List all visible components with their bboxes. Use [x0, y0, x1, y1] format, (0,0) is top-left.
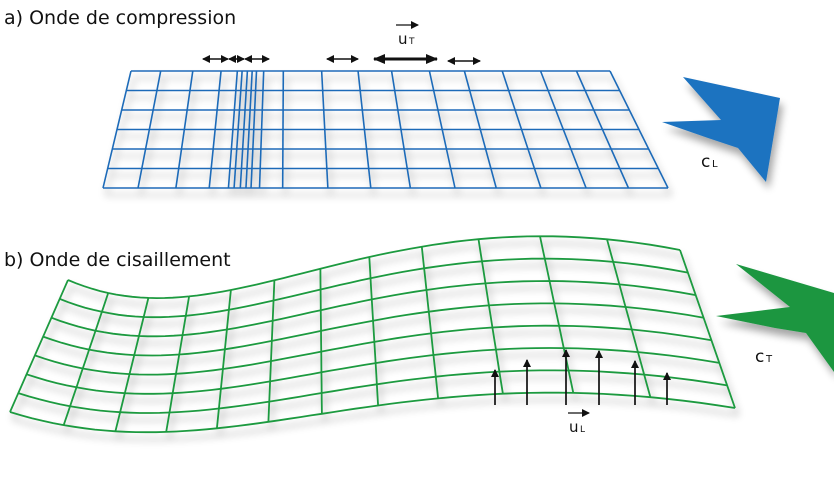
- grid-a-column: [239, 70, 249, 189]
- displacement-arrows-a: [202, 54, 481, 65]
- grid-a-column: [575, 70, 630, 189]
- grid-a-column: [258, 70, 265, 189]
- grid-a-column: [428, 70, 456, 189]
- grid-a-column: [320, 70, 329, 189]
- grid-a-column: [390, 70, 412, 189]
- svg-text:L: L: [580, 425, 585, 435]
- grid-b-column: [62, 292, 110, 426]
- svg-text:c: c: [755, 347, 764, 367]
- grid-a-column: [227, 70, 239, 189]
- grid-a-column: [463, 70, 498, 189]
- grid-a-column: [175, 70, 194, 189]
- grid-a-column: [245, 70, 253, 189]
- grid-b-column: [9, 279, 69, 413]
- speed-label-ct: c T: [755, 347, 773, 367]
- displacement-arrows-b: [491, 349, 671, 405]
- vector-label-ut: u T: [396, 21, 419, 48]
- grid-a-column: [281, 70, 285, 189]
- grid-b-column: [477, 239, 504, 394]
- propagation-arrow-blue: [662, 77, 780, 182]
- grid-b-column: [368, 256, 379, 406]
- grid-b-column: [606, 239, 652, 398]
- svg-text:c: c: [701, 152, 710, 172]
- grid-a-column: [539, 70, 587, 189]
- grid-a-column: [102, 70, 132, 189]
- grid-b-column: [165, 296, 190, 433]
- grid-a-column: [233, 70, 243, 189]
- grid-a-column: [357, 70, 372, 189]
- svg-text:u: u: [398, 30, 408, 48]
- grid-a-column: [501, 70, 542, 189]
- grid-a-column: [609, 70, 669, 189]
- svg-text:L: L: [712, 159, 718, 170]
- grid-b-column: [679, 249, 736, 409]
- panel-b: b) Onde de cisaillement u L c T: [4, 235, 834, 436]
- grid-a-column: [208, 70, 222, 189]
- compression-grid: [102, 70, 669, 189]
- speed-label-cl: c L: [701, 152, 718, 172]
- panel-a-title: a) Onde de compression: [4, 7, 236, 29]
- grid-b-column: [267, 280, 276, 422]
- grid-b-column: [114, 297, 150, 432]
- grid-b-column: [216, 289, 232, 429]
- grid-a-column: [137, 70, 162, 189]
- propagation-arrow-green: [716, 264, 834, 372]
- svg-text:T: T: [408, 37, 415, 47]
- shear-grid: [9, 235, 736, 434]
- vector-label-ul: u L: [568, 409, 590, 436]
- grid-b-column: [420, 246, 439, 399]
- grid-b-column: [539, 236, 575, 394]
- svg-text:T: T: [765, 354, 773, 365]
- panel-b-title: b) Onde de cisaillement: [4, 249, 231, 271]
- panel-a: a) Onde de compression u T c L: [4, 7, 780, 189]
- grid-b-column: [319, 268, 323, 414]
- grid-a-column: [250, 70, 258, 189]
- svg-text:u: u: [569, 418, 579, 436]
